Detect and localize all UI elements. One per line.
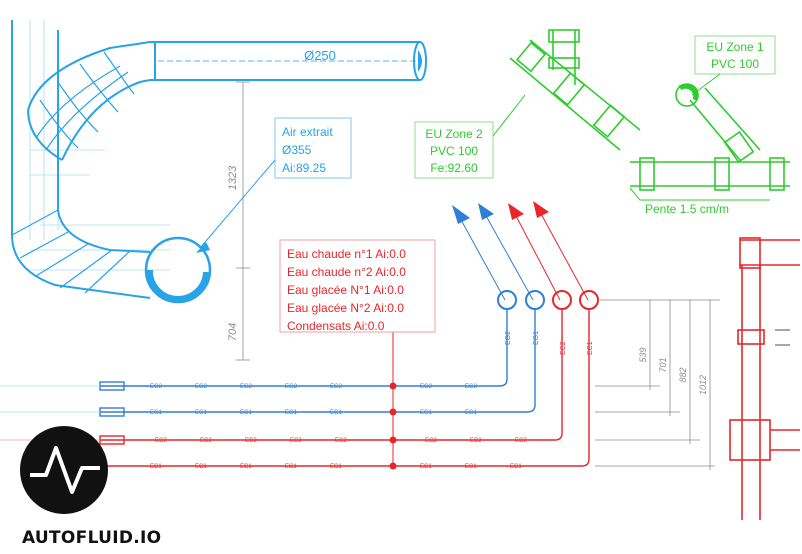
- zone2-line-1: EU Zone 2: [425, 127, 483, 141]
- air-duct: [11, 20, 427, 304]
- dim-label-1323: 1323: [227, 165, 239, 190]
- callout-line-3: Ai:89.25: [282, 161, 326, 175]
- riser-tag-eg1: EG1: [533, 331, 540, 345]
- svg-text:EG2: EG2: [150, 384, 163, 390]
- svg-text:EC2: EC2: [245, 438, 257, 444]
- svg-text:EC1: EC1: [285, 464, 297, 470]
- riser-tag-ec2: EC2: [560, 341, 567, 355]
- svg-text:EC2: EC2: [515, 438, 527, 444]
- brand-name: AUTOFLUID.IO: [22, 528, 162, 548]
- svg-text:EG1: EG1: [465, 410, 478, 416]
- svg-text:EC2: EC2: [425, 438, 437, 444]
- svg-text:EG1: EG1: [195, 410, 208, 416]
- svg-text:EC2: EC2: [470, 438, 482, 444]
- svg-text:EG1: EG1: [420, 410, 433, 416]
- zone2-line-3: Fe:92.60: [430, 161, 478, 175]
- direction-arrows: [452, 201, 589, 301]
- zone2-line-2: PVC 100: [430, 144, 478, 158]
- eu-zone2-callout: EU Zone 2 PVC 100 Fe:92.60: [414, 94, 526, 179]
- zone1-line-2: PVC 100: [711, 57, 759, 71]
- red-pipe-fittings: [729, 237, 800, 520]
- dim-539: 539: [638, 347, 648, 362]
- zone1-line-1: EU Zone 1: [706, 40, 764, 54]
- svg-text:EC1: EC1: [330, 464, 342, 470]
- pipe-runs: [0, 309, 590, 467]
- svg-text:EG1: EG1: [330, 410, 343, 416]
- svg-text:EG2: EG2: [285, 384, 298, 390]
- svg-text:EC1: EC1: [195, 464, 207, 470]
- svg-text:EG1: EG1: [240, 410, 253, 416]
- air-extrait-callout: Air extrait Ø355 Ai:89.25: [196, 117, 352, 253]
- dim-701: 701: [658, 357, 668, 372]
- svg-text:EC1: EC1: [420, 464, 432, 470]
- svg-text:EG2: EG2: [465, 384, 478, 390]
- callout-line-1: Air extrait: [282, 125, 333, 139]
- pipes-callout-item-2: Eau chaude n°2 Ai:0.0: [287, 265, 406, 279]
- riser-tags: EG2 EG1 EC2 EC1: [505, 331, 594, 355]
- svg-text:EC1: EC1: [150, 464, 162, 470]
- svg-text:EC2: EC2: [200, 438, 212, 444]
- svg-text:EC2: EC2: [290, 438, 302, 444]
- pipes-callout: Eau chaude n°1 Ai:0.0 Eau chaude n°2 Ai:…: [279, 239, 436, 333]
- duct-dimension: [236, 81, 250, 361]
- riser-tag-ec1: EC1: [587, 341, 594, 355]
- dim-882: 882: [678, 367, 688, 382]
- svg-text:EG2: EG2: [330, 384, 343, 390]
- svg-text:EC2: EC2: [155, 438, 167, 444]
- svg-text:EC1: EC1: [465, 464, 477, 470]
- pipes-callout-item-4: Eau glacée N°2 Ai:0.0: [287, 301, 404, 315]
- slope-label: Pente 1.5 cm/m: [645, 202, 729, 216]
- svg-text:EG1: EG1: [285, 410, 298, 416]
- eu-zone1-callout: EU Zone 1 PVC 100: [691, 35, 776, 96]
- svg-text:EG2: EG2: [240, 384, 253, 390]
- svg-text:EG2: EG2: [420, 384, 433, 390]
- svg-text:EC2: EC2: [335, 438, 347, 444]
- pipes-callout-item-3: Eau glacée N°1 Ai:0.0: [287, 283, 404, 297]
- svg-text:EG2: EG2: [195, 384, 208, 390]
- riser-tag-eg2: EG2: [505, 331, 512, 345]
- riser-circles: [497, 290, 599, 310]
- svg-text:EC1: EC1: [510, 464, 522, 470]
- svg-text:EG1: EG1: [150, 410, 163, 416]
- right-dimensions: [595, 300, 715, 470]
- pipes-callout-item-5: Condensats Ai:0.0: [287, 319, 385, 333]
- pipes-callout-item-1: Eau chaude n°1 Ai:0.0: [287, 247, 406, 261]
- dim-1012: 1012: [698, 375, 708, 395]
- callout-line-2: Ø355: [282, 143, 312, 157]
- pipe-tags: EG2 EG2 EG2 EG2 EG2 EG2 EG2 EG1 EG1 EG1 EG1 EG1…: [150, 384, 527, 470]
- pvc-drainage: [509, 29, 790, 201]
- autofluid-logo: [20, 426, 108, 514]
- dim-label-704: 704: [227, 323, 239, 341]
- duct-diameter-label: Ø250: [304, 48, 336, 63]
- svg-text:EC1: EC1: [240, 464, 252, 470]
